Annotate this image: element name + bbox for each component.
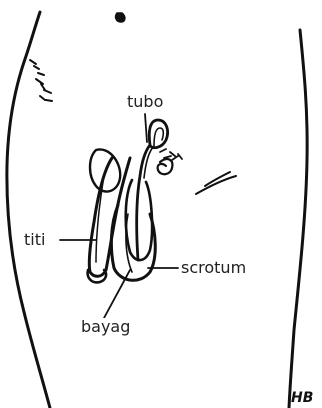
bayag-leader-line bbox=[104, 270, 130, 318]
right-skin-crease bbox=[196, 172, 236, 194]
scrotum-outline bbox=[111, 205, 155, 280]
label-titi: titi bbox=[23, 231, 46, 249]
left-body-outline bbox=[7, 12, 50, 408]
navel-mark bbox=[116, 13, 125, 22]
right-body-outline bbox=[289, 30, 307, 408]
label-scrotum: scrotum bbox=[180, 259, 247, 277]
label-bayag: bayag bbox=[80, 318, 131, 336]
left-hair-tuft bbox=[30, 60, 52, 101]
tubo-leader-line bbox=[145, 114, 147, 142]
label-tubo: tubo bbox=[126, 93, 164, 111]
artist-signature: HB bbox=[291, 390, 313, 406]
vas-deferens-coil bbox=[158, 159, 173, 174]
right-hair-tuft bbox=[160, 149, 182, 160]
